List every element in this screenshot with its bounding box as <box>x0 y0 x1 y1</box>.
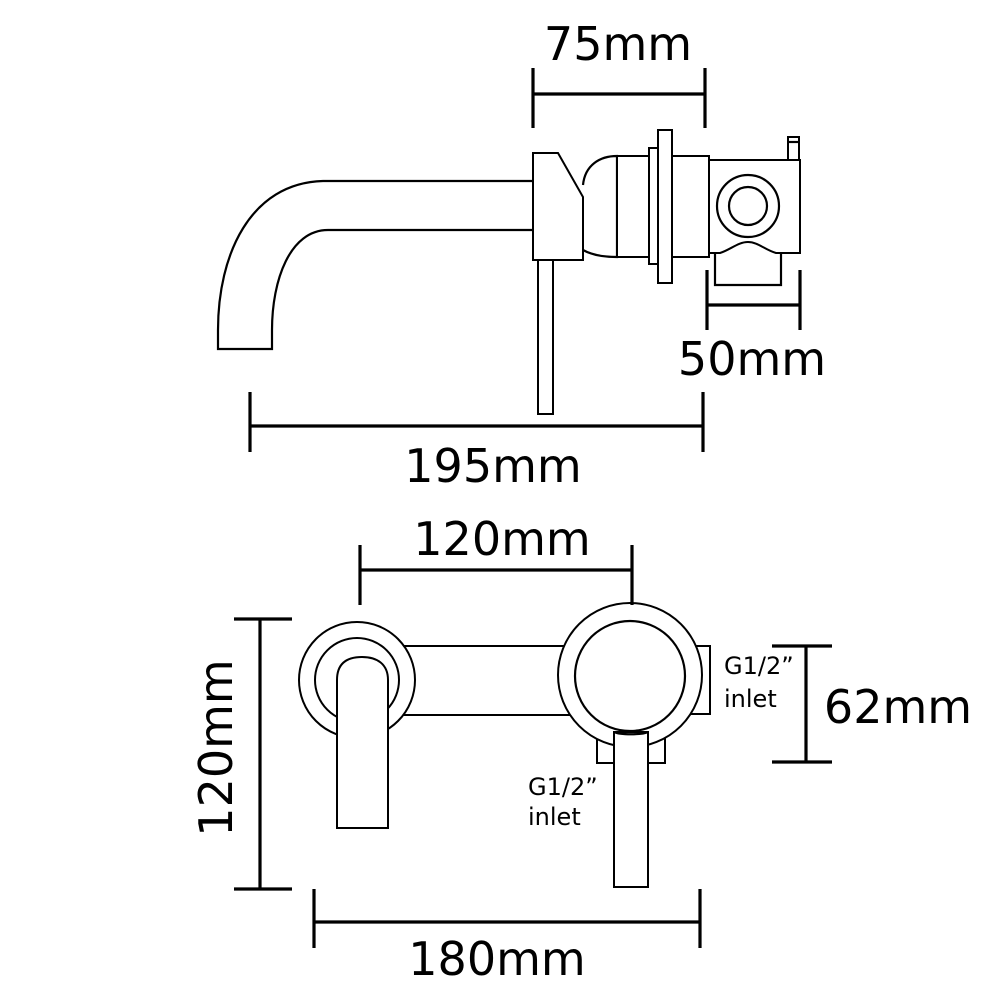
collar <box>581 154 619 259</box>
flange-inner <box>648 147 659 265</box>
mixer-body <box>532 152 584 261</box>
valve-sleeve <box>671 155 710 258</box>
dimension-50mm: 50mm <box>678 270 826 386</box>
inlet-box <box>708 159 801 254</box>
dimension-195mm: 195mm <box>248 392 705 493</box>
side-view: 75mm 50mm 195mm <box>216 17 826 493</box>
valve-cylinder <box>616 155 650 258</box>
dimension-label: 120mm <box>413 512 590 566</box>
handle-rosette-outer <box>557 602 703 748</box>
inlet-ring-inner <box>727 185 769 227</box>
dimension-label: 50mm <box>678 332 826 386</box>
dimension-label: 62mm <box>824 680 972 734</box>
inlet-ring-outer <box>715 173 781 239</box>
side-inlet-label-line1: G1/2” <box>724 652 794 680</box>
bottom-inlet-label-line1: G1/2” <box>528 773 598 801</box>
bottom-inlet-label-line2: inlet <box>528 803 581 831</box>
lever-front <box>613 731 649 888</box>
dimension-75mm: 75mm <box>531 17 707 128</box>
dimension-62mm: 62mm <box>772 644 972 764</box>
box-tab <box>787 136 800 161</box>
inlet-stub <box>713 253 783 287</box>
front-view: G1/2” inlet G1/2” inlet 120mm 120mm 62mm <box>189 512 972 986</box>
dimension-180mm: 180mm <box>312 889 702 986</box>
dimension-120mm-horizontal: 120mm <box>358 512 634 605</box>
flange-outer <box>657 129 673 284</box>
connecting-body <box>399 645 581 716</box>
spout-outline <box>216 179 533 351</box>
dimension-label: 120mm <box>189 659 243 836</box>
dimension-120mm-vertical: 120mm <box>189 617 292 891</box>
dimension-label: 195mm <box>404 439 581 493</box>
side-inlet-label-line2: inlet <box>724 685 777 713</box>
lever-side <box>537 259 554 415</box>
dimension-label: 180mm <box>408 932 585 986</box>
spout-front <box>336 655 389 829</box>
dimension-label: 75mm <box>544 17 692 71</box>
